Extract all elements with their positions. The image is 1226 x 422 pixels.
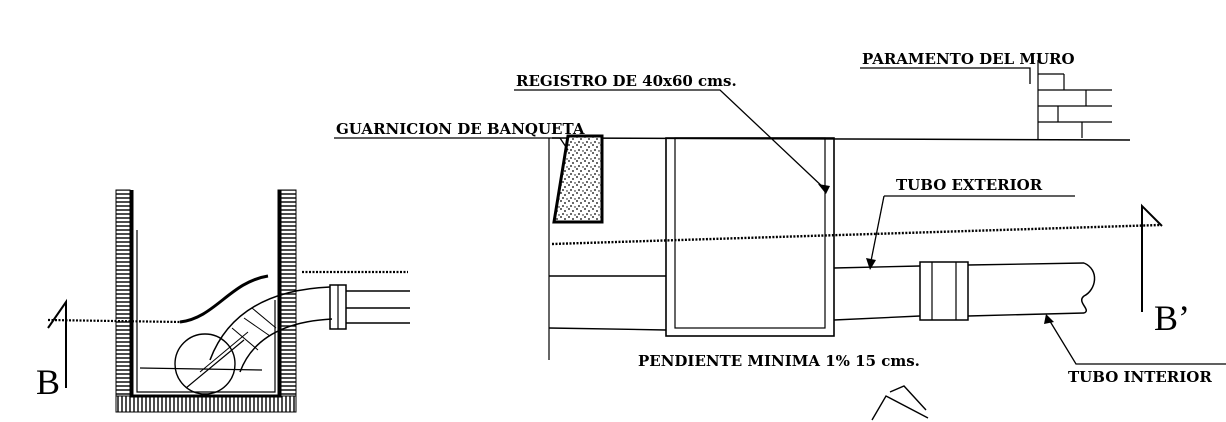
guarnicion-label: GUARNICION DE BANQUETA [336,120,585,138]
registro-label: REGISTRO DE 40x60 cms. [516,72,737,90]
curb-guarnicion [552,134,604,224]
brick-wall [1037,60,1112,140]
elevation-detail: B’ [334,60,1226,421]
tubo-interior-label: TUBO INTERIOR [1068,368,1212,386]
registro-box [665,137,835,337]
left-wall [115,189,131,413]
floor-slab [115,395,297,413]
fitting-symbol [871,385,929,421]
tubo-exterior-label: TUBO EXTERIOR [896,176,1043,194]
pipe-cross-section [174,333,236,395]
section-detail: B [36,189,410,413]
pendiente-label: PENDIENTE MINIMA 1% 15 cms. [638,352,920,370]
section-b-right-label: B’ [1154,298,1190,338]
paramento-label: PARAMENTO DEL MURO [862,50,1075,68]
section-b-left-label: B [36,362,60,402]
